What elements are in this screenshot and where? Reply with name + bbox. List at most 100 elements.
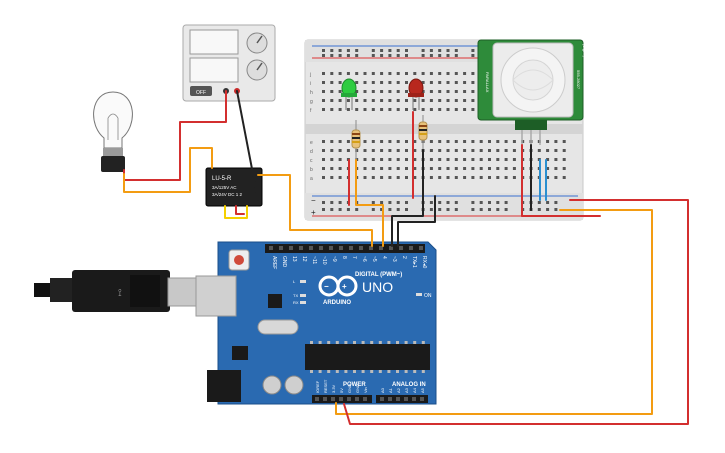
bb-hole[interactable] — [355, 99, 359, 102]
bb-hole[interactable] — [388, 81, 392, 84]
bb-hole[interactable] — [454, 149, 458, 152]
bb-hole[interactable] — [322, 81, 325, 84]
bb-hole[interactable] — [380, 108, 384, 111]
bb-hole[interactable] — [388, 140, 392, 143]
rail-hole[interactable] — [322, 49, 325, 52]
bb-hole[interactable] — [405, 108, 408, 111]
bb-hole[interactable] — [346, 108, 350, 111]
bb-hole[interactable] — [463, 99, 467, 102]
bb-hole[interactable] — [322, 108, 325, 111]
light-bulb-icon[interactable] — [93, 91, 133, 172]
bb-hole[interactable] — [322, 176, 325, 179]
power-pin[interactable] — [339, 397, 343, 401]
bb-hole[interactable] — [454, 140, 458, 143]
rail-hole[interactable] — [338, 54, 342, 57]
bb-hole[interactable] — [330, 90, 334, 93]
power-pin[interactable] — [323, 397, 327, 401]
bb-hole[interactable] — [322, 99, 325, 102]
bb-hole[interactable] — [438, 108, 442, 111]
bb-hole[interactable] — [429, 149, 433, 152]
bb-hole[interactable] — [512, 176, 516, 179]
bb-hole[interactable] — [355, 81, 359, 84]
digital-pin[interactable] — [309, 246, 313, 250]
bb-hole[interactable] — [380, 72, 384, 75]
rail-hole[interactable] — [388, 54, 392, 57]
bb-hole[interactable] — [338, 90, 342, 93]
bb-hole[interactable] — [562, 140, 566, 143]
bb-hole[interactable] — [488, 167, 491, 170]
bb-hole[interactable] — [488, 176, 491, 179]
bb-hole[interactable] — [454, 158, 458, 161]
bb-hole[interactable] — [355, 90, 359, 93]
bb-hole[interactable] — [405, 167, 408, 170]
bb-hole[interactable] — [413, 140, 417, 143]
power-pin[interactable] — [355, 397, 359, 401]
rail-hole[interactable] — [371, 201, 375, 204]
bb-hole[interactable] — [446, 176, 450, 179]
digital-pin[interactable] — [389, 246, 393, 250]
bb-hole[interactable] — [330, 108, 334, 111]
bb-hole[interactable] — [438, 149, 442, 152]
bb-hole[interactable] — [463, 149, 467, 152]
bb-hole[interactable] — [371, 158, 375, 161]
bb-hole[interactable] — [330, 99, 334, 102]
bb-hole[interactable] — [330, 72, 334, 75]
red-led[interactable] — [408, 78, 424, 110]
rail-hole[interactable] — [396, 54, 400, 57]
bb-hole[interactable] — [463, 140, 467, 143]
rail-hole[interactable] — [537, 208, 541, 211]
bb-hole[interactable] — [471, 167, 475, 170]
rail-hole[interactable] — [355, 49, 359, 52]
bb-hole[interactable] — [512, 158, 516, 161]
bb-hole[interactable] — [363, 81, 367, 84]
rail-hole[interactable] — [405, 208, 408, 211]
bb-hole[interactable] — [413, 149, 417, 152]
bb-hole[interactable] — [471, 176, 475, 179]
bb-hole[interactable] — [562, 167, 566, 170]
bb-hole[interactable] — [355, 72, 359, 75]
rail-hole[interactable] — [554, 201, 558, 204]
bb-hole[interactable] — [471, 149, 475, 152]
bb-hole[interactable] — [446, 108, 450, 111]
bb-hole[interactable] — [454, 176, 458, 179]
bb-hole[interactable] — [405, 149, 408, 152]
bb-hole[interactable] — [479, 158, 483, 161]
bb-hole[interactable] — [429, 176, 433, 179]
rail-hole[interactable] — [338, 208, 342, 211]
bb-hole[interactable] — [346, 72, 350, 75]
bb-hole[interactable] — [488, 158, 491, 161]
bb-hole[interactable] — [396, 149, 400, 152]
bb-hole[interactable] — [554, 158, 558, 161]
bb-hole[interactable] — [446, 167, 450, 170]
rail-hole[interactable] — [388, 49, 392, 52]
bb-hole[interactable] — [396, 81, 400, 84]
bb-hole[interactable] — [438, 140, 442, 143]
bb-hole[interactable] — [363, 108, 367, 111]
bb-hole[interactable] — [504, 149, 508, 152]
power-pin[interactable] — [363, 397, 367, 401]
rail-hole[interactable] — [496, 201, 500, 204]
bb-hole[interactable] — [346, 99, 350, 102]
bb-hole[interactable] — [546, 167, 550, 170]
bb-hole[interactable] — [322, 90, 325, 93]
bb-hole[interactable] — [421, 108, 425, 111]
rail-hole[interactable] — [454, 208, 458, 211]
digital-pin[interactable] — [369, 246, 373, 250]
bb-hole[interactable] — [479, 149, 483, 152]
bb-hole[interactable] — [463, 81, 467, 84]
bb-hole[interactable] — [504, 176, 508, 179]
rail-hole[interactable] — [504, 201, 508, 204]
bb-hole[interactable] — [363, 167, 367, 170]
bb-hole[interactable] — [388, 149, 392, 152]
bb-hole[interactable] — [355, 149, 359, 152]
bb-hole[interactable] — [554, 167, 558, 170]
rail-hole[interactable] — [446, 54, 450, 57]
bb-hole[interactable] — [330, 167, 334, 170]
bb-hole[interactable] — [322, 149, 325, 152]
bb-hole[interactable] — [463, 72, 467, 75]
bb-hole[interactable] — [380, 149, 384, 152]
rail-hole[interactable] — [346, 49, 350, 52]
bb-hole[interactable] — [371, 176, 375, 179]
bb-hole[interactable] — [463, 90, 467, 93]
bb-hole[interactable] — [363, 149, 367, 152]
